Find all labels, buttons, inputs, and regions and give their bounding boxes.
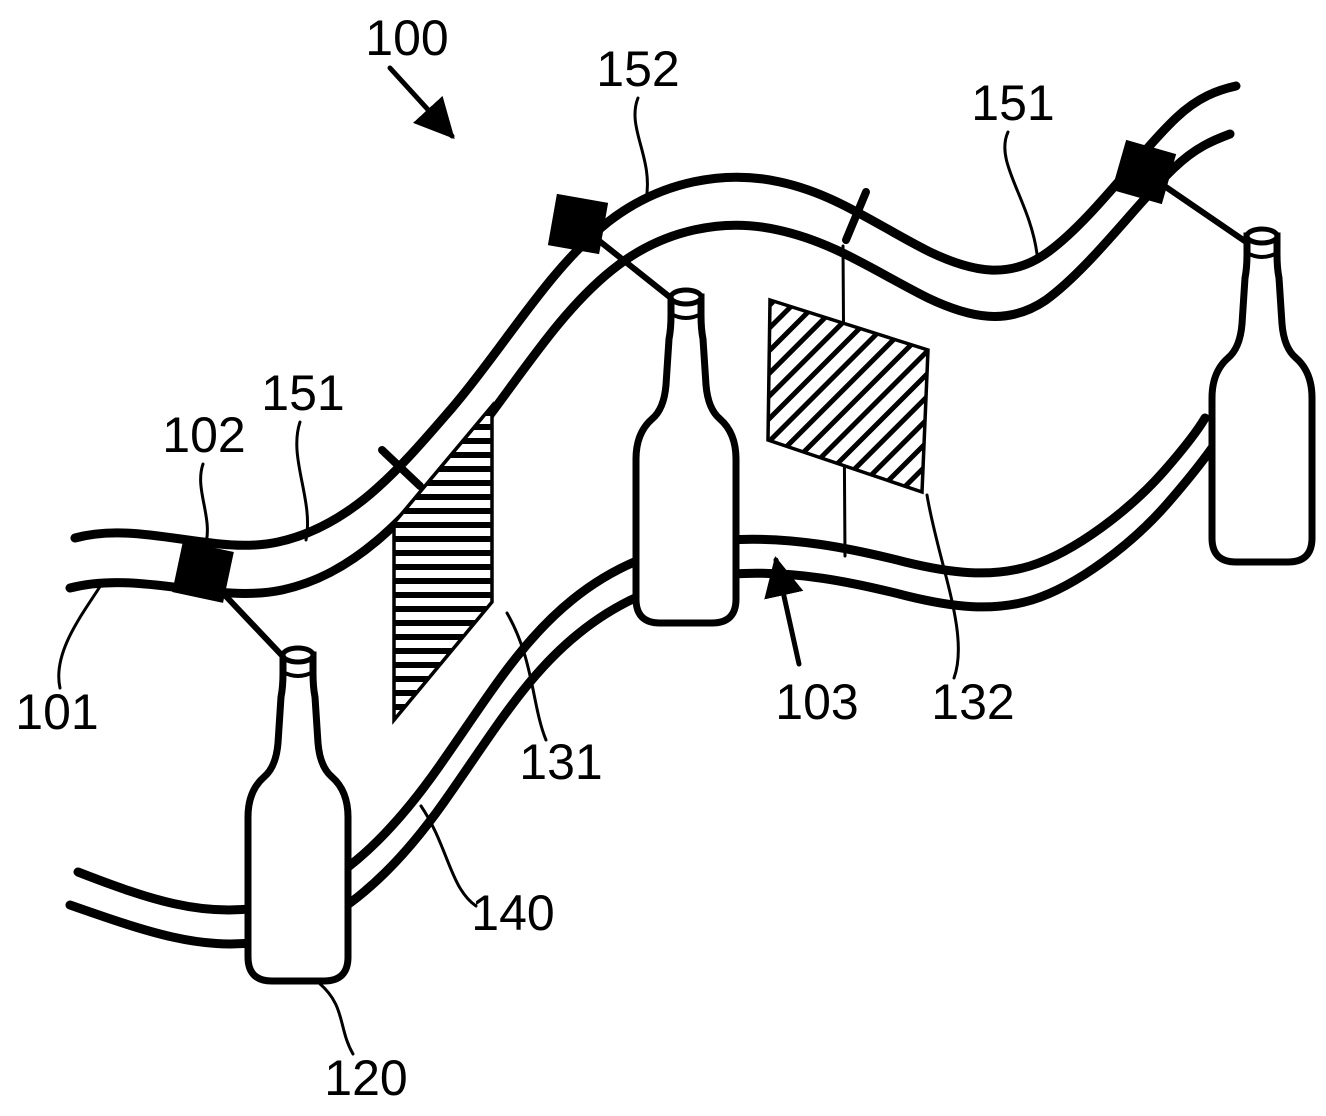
upper-conveyor-outer-rail xyxy=(70,81,1241,550)
label-101: 101 xyxy=(15,684,98,740)
leader-132 xyxy=(925,493,960,680)
sensor-square-151 xyxy=(1111,139,1177,205)
label-120: 120 xyxy=(324,1050,407,1106)
bottle-middle xyxy=(636,290,736,623)
inspection-region-132 xyxy=(766,297,930,495)
segment-tick-right xyxy=(842,188,870,244)
bottle-right xyxy=(1212,229,1312,562)
upper-conveyor-inner-rail xyxy=(65,129,1235,598)
label-103: 103 xyxy=(775,674,858,730)
leader-102 xyxy=(199,462,209,549)
arrow-100 xyxy=(387,65,455,139)
leader-151-left xyxy=(295,420,309,542)
leader-151-right xyxy=(1003,130,1039,256)
leader-120 xyxy=(317,981,355,1056)
sensor-square-152 xyxy=(547,193,609,255)
label-132: 132 xyxy=(931,674,1014,730)
label-131: 131 xyxy=(519,734,602,790)
leader-131 xyxy=(505,611,548,742)
leader-101 xyxy=(57,583,103,690)
label-152: 152 xyxy=(596,41,679,97)
leader-152 xyxy=(633,96,649,202)
label-151-right: 151 xyxy=(971,75,1054,131)
bottle-left xyxy=(248,648,348,981)
sensor-square-102 xyxy=(172,541,234,603)
leader-140 xyxy=(419,804,478,908)
label-140: 140 xyxy=(471,885,554,941)
arrow-103 xyxy=(764,556,804,667)
segment-tick-left xyxy=(378,446,424,490)
label-102: 102 xyxy=(162,407,245,463)
label-151-left: 151 xyxy=(261,365,344,421)
label-100: 100 xyxy=(365,10,448,66)
inspection-region-131 xyxy=(392,401,494,725)
